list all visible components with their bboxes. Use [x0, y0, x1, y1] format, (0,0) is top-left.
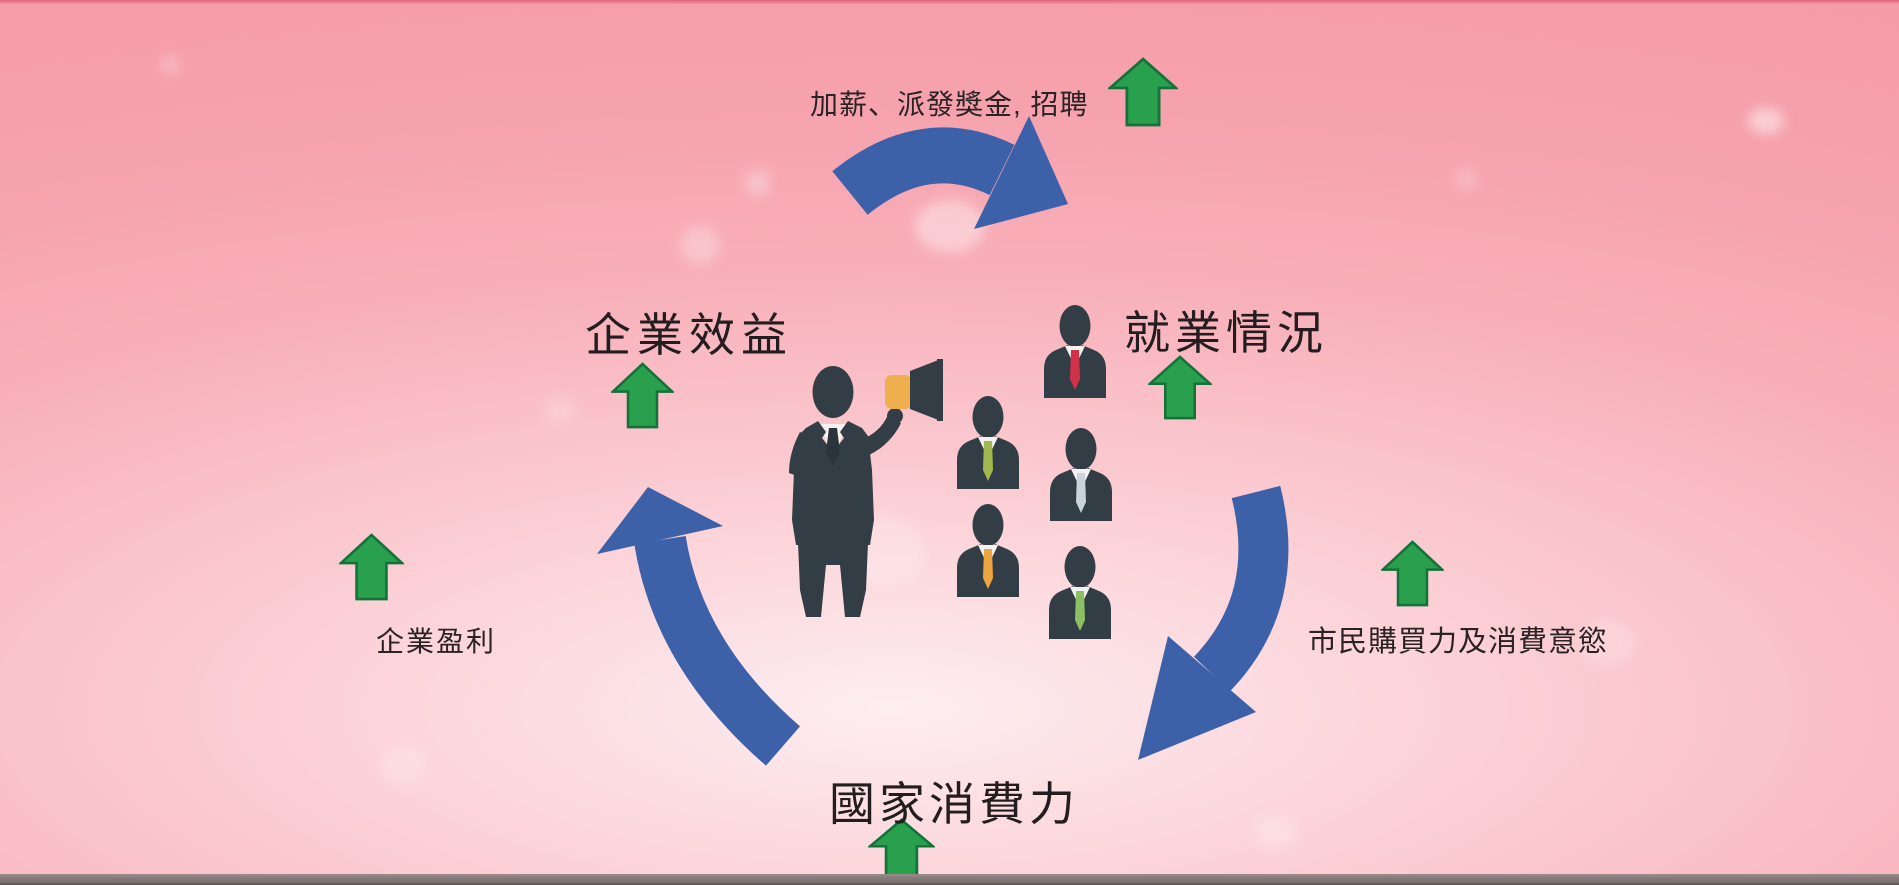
employee-icon: [1049, 546, 1111, 639]
node-label-employment-situation: 就業情況: [1124, 307, 1328, 359]
up-arrow-icon: [1148, 355, 1212, 420]
annotation-raise-bonus-hiring: 加薪、派發獎金, 招聘: [810, 89, 1089, 120]
megaphone-grip: [885, 375, 912, 409]
up-arrow-icon: [611, 362, 674, 429]
bokeh-speck: [1748, 108, 1784, 134]
bokeh-speck: [1455, 168, 1477, 190]
bokeh-speck: [1255, 815, 1297, 849]
trousers: [798, 543, 868, 617]
bokeh-speck: [1580, 620, 1636, 664]
bokeh-speck: [915, 200, 985, 252]
employee-icon: [957, 504, 1019, 597]
cycle-arrow-left-icon: [597, 487, 801, 766]
node-label-corporate-performance: 企業效益: [585, 309, 793, 361]
left-arm: [789, 432, 811, 477]
employee-icon: [1044, 305, 1106, 398]
up-arrow-icon: [339, 533, 404, 601]
announcer-icon: [789, 359, 943, 617]
raised-arm: [860, 415, 901, 457]
tie: [826, 428, 840, 466]
employee-icon: [957, 396, 1019, 489]
annotation-purchasing-power: 市民購買力及消費意慾: [1308, 626, 1609, 658]
annotation-corporate-profit: 企業盈利: [376, 626, 497, 657]
employee-icon: [1050, 428, 1112, 521]
hand: [887, 408, 903, 424]
megaphone-rim: [937, 359, 943, 421]
bokeh-speck: [380, 745, 426, 785]
megaphone-horn-icon: [910, 359, 941, 421]
bottom-player-bar: [0, 874, 1899, 885]
bokeh-speck: [545, 395, 575, 425]
bokeh-speck: [160, 55, 180, 75]
cycle-arrow-right-icon: [1138, 485, 1289, 760]
node-label-national-consumption: 國家消費力: [829, 778, 1079, 830]
bokeh-speck: [680, 225, 720, 265]
bokeh-speck: [745, 170, 771, 196]
up-arrow-icon: [1381, 540, 1444, 607]
cycle-arrow-top-icon: [832, 116, 1068, 229]
up-arrow-icon: [1108, 57, 1178, 127]
jacket: [792, 421, 874, 545]
top-edge-strip: [0, 0, 1899, 4]
